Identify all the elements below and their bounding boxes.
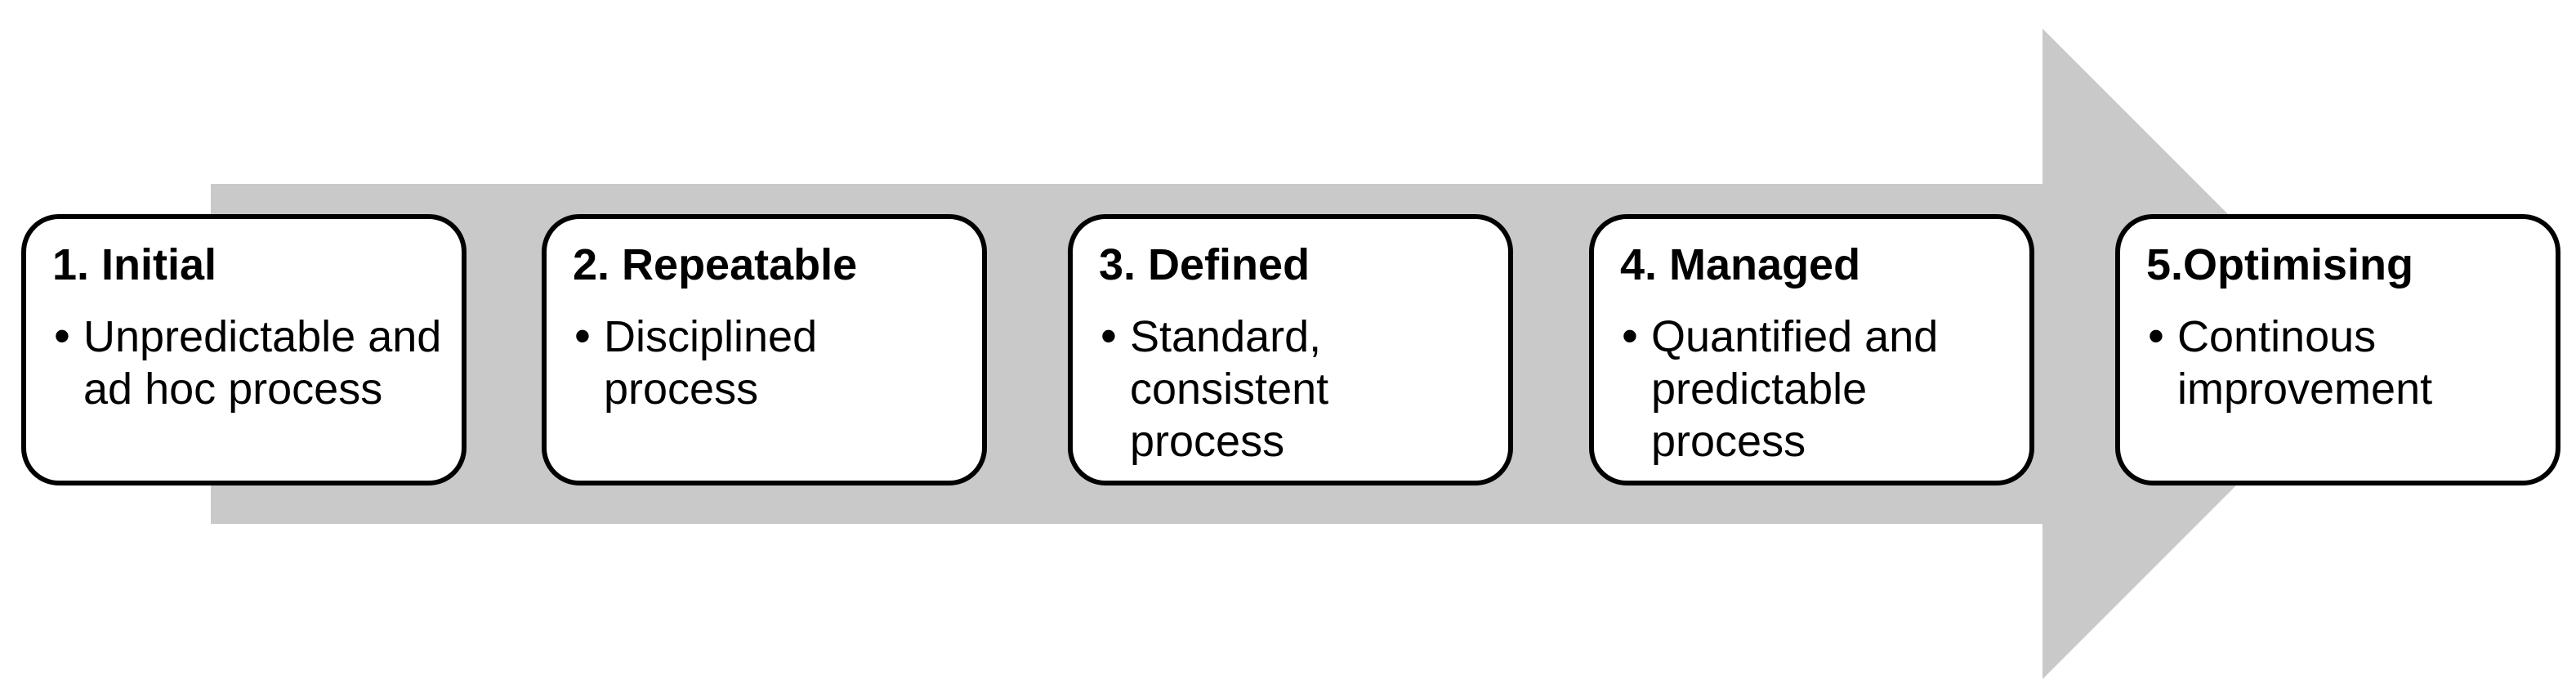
stage-box-1: 1. Initial Unpredictable and ad hoc proc… — [21, 214, 467, 485]
stage-title: 3. Defined — [1099, 240, 1310, 289]
stage-bullet-list: Disciplined process — [573, 311, 969, 415]
stage-bullet: Unpredictable and ad hoc process — [52, 311, 449, 415]
stage-title: 1. Initial — [52, 240, 217, 289]
stage-title: 2. Repeatable — [573, 240, 858, 289]
stage-bullet: Quantified and predictable process — [1620, 311, 2016, 468]
stage-bullet-list: Standard, consistent process — [1099, 311, 1495, 468]
stage-box-4: 4. Managed Quantified and predictable pr… — [1589, 214, 2034, 485]
stage-box-2: 2. Repeatable Disciplined process — [542, 214, 987, 485]
stage-bullet: Continous improvement — [2146, 311, 2543, 415]
stage-box-5: 5.Optimising Continous improvement — [2115, 214, 2560, 485]
stage-title: 5.Optimising — [2146, 240, 2414, 289]
stage-bullet-list: Continous improvement — [2146, 311, 2543, 415]
stage-bullet-list: Unpredictable and ad hoc process — [52, 311, 449, 415]
stage-bullet: Disciplined process — [573, 311, 969, 415]
stage-box-3: 3. Defined Standard, consistent process — [1068, 214, 1513, 485]
stage-bullet-list: Quantified and predictable process — [1620, 311, 2016, 468]
stage-title: 4. Managed — [1620, 240, 1861, 289]
stage-bullet: Standard, consistent process — [1099, 311, 1495, 468]
